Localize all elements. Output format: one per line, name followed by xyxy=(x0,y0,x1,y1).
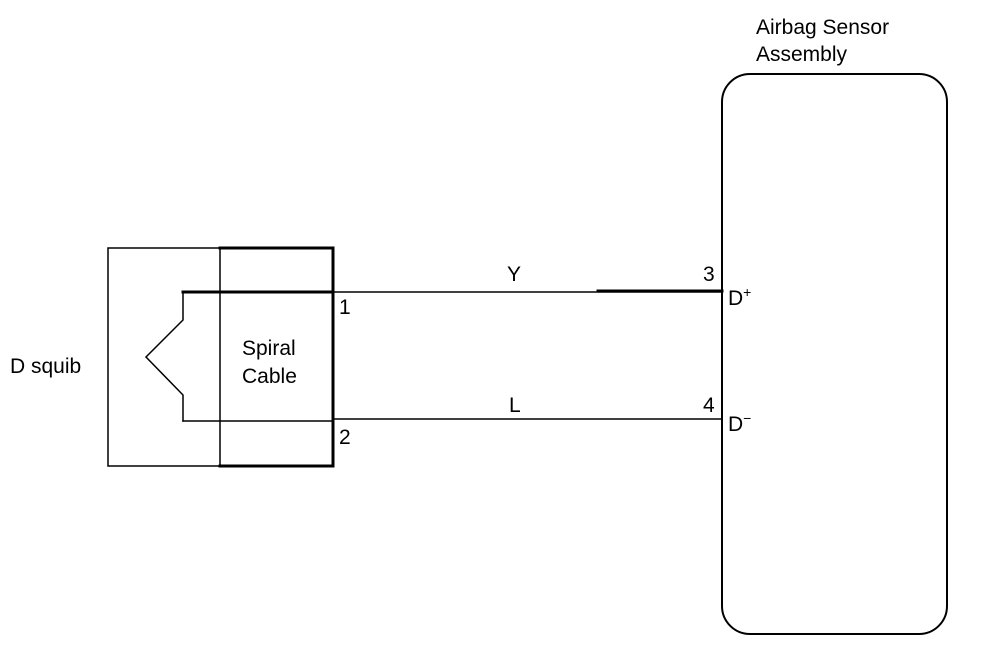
terminal-d-minus-label: D− xyxy=(728,407,751,436)
spiral-cable-label-line1: Spiral xyxy=(242,337,296,360)
wire-y-color-label: Y xyxy=(507,263,522,286)
pin-1-label: 1 xyxy=(339,296,351,319)
terminal-d-plus-sign: + xyxy=(743,284,752,300)
spiral-cable-label-line2: Cable xyxy=(242,365,297,388)
assembly-title-line1: Airbag Sensor xyxy=(756,16,890,39)
pin-4-label: 4 xyxy=(703,394,715,417)
terminal-d-minus-base: D xyxy=(728,413,744,436)
squib-element xyxy=(144,291,184,422)
pin-3-label: 3 xyxy=(703,263,715,286)
airbag-sensor-assembly-box xyxy=(721,73,948,635)
terminal-d-minus-sign: − xyxy=(743,410,752,426)
squib-label: D squib xyxy=(10,355,82,378)
wire-l-color-label: L xyxy=(509,394,521,417)
assembly-title-line2: Assembly xyxy=(756,43,848,66)
terminal-d-plus-label: D+ xyxy=(728,281,751,310)
terminal-d-plus-base: D xyxy=(728,287,744,310)
pin-2-label: 2 xyxy=(339,426,351,449)
